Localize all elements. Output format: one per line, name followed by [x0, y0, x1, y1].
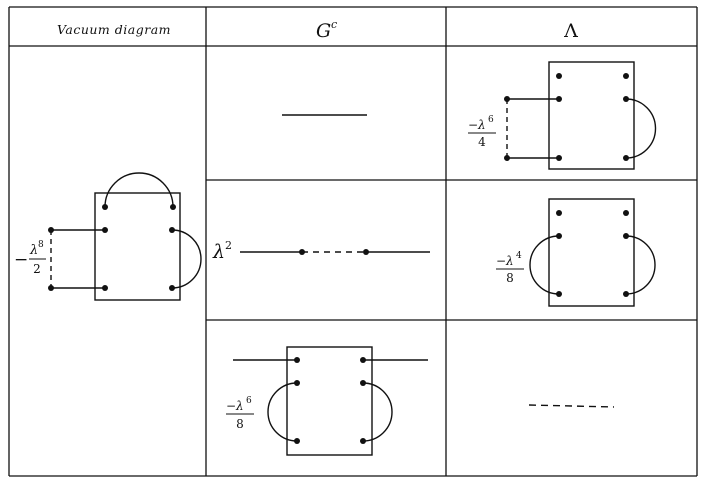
- header-vacuum-diagram: Vacuum diagram: [57, 22, 171, 37]
- gc-row3-coefficient: −λ 6 8: [226, 396, 254, 431]
- lambda-row1-figure: [506, 61, 657, 170]
- svg-text:4: 4: [516, 251, 522, 261]
- svg-text:2: 2: [33, 262, 41, 276]
- lambda-row2-figure: [529, 198, 656, 307]
- svg-text:8: 8: [506, 271, 514, 285]
- svg-text:G: G: [316, 20, 331, 42]
- gc-row2-coefficient: λ 2: [212, 239, 232, 263]
- svg-text:8: 8: [236, 417, 244, 431]
- svg-text:−: −: [14, 250, 28, 270]
- lambda-row1-coefficient: −λ 6 4: [468, 115, 496, 149]
- svg-text:λ: λ: [29, 243, 38, 258]
- lambda-row3-dashed-propagator: [528, 404, 615, 408]
- vacuum-diagram-figure: [50, 172, 202, 301]
- header-lambda: Λ: [563, 20, 578, 42]
- svg-text:c: c: [331, 18, 337, 31]
- gc-row3-figure: [233, 346, 428, 456]
- svg-text:8: 8: [38, 240, 44, 250]
- svg-text:2: 2: [225, 239, 232, 252]
- table-grid: [8, 6, 698, 477]
- svg-text:−λ: −λ: [226, 399, 244, 413]
- svg-text:6: 6: [488, 115, 494, 125]
- gc-row2-vertices: [299, 249, 369, 255]
- vacuum-diagram-vertices: [48, 204, 176, 291]
- vacuum-coefficient: − λ 8 2: [14, 240, 46, 276]
- lambda-row2-vertices: [556, 210, 629, 297]
- svg-text:4: 4: [478, 135, 486, 149]
- svg-text:−λ: −λ: [468, 118, 486, 132]
- svg-text:−λ: −λ: [496, 254, 514, 268]
- lambda-row1-vertices: [504, 73, 629, 161]
- gc-row3-vertices: [294, 357, 366, 444]
- header-g-c: G c: [316, 18, 337, 42]
- lambda-row2-coefficient: −λ 4 8: [496, 251, 524, 285]
- svg-text:6: 6: [246, 396, 252, 406]
- svg-text:λ: λ: [212, 241, 225, 263]
